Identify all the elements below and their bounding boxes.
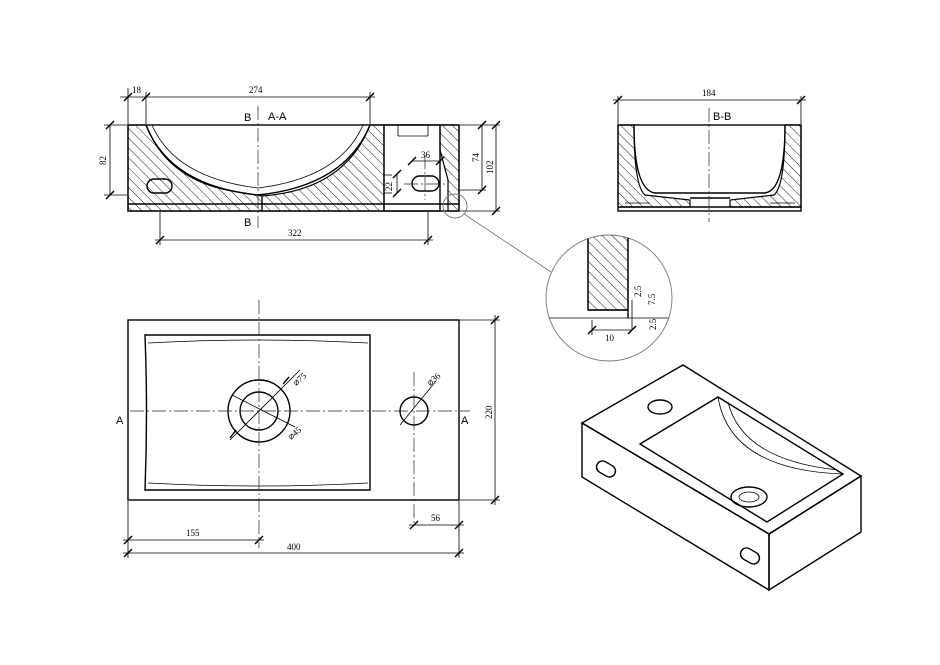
- dim-155: 155: [186, 528, 200, 538]
- dim-22: 22: [384, 182, 394, 191]
- cut-label-a-right: A: [461, 415, 469, 427]
- dim-dia-45: ⌀45: [286, 424, 304, 441]
- iso-side-face: [768, 474, 862, 592]
- iso-overflow-front: [595, 460, 617, 478]
- section-b-b-left-wall: [617, 124, 691, 208]
- section-b-b-title: B-B: [713, 111, 731, 123]
- section-a-a: B A-A B 18 274 82 36 22: [98, 85, 552, 273]
- plan-basin-outline: [144, 334, 371, 491]
- iso-basin-rim: [638, 396, 845, 523]
- dim-274: 274: [249, 85, 263, 95]
- isometric-view: [580, 364, 863, 592]
- dim-10: 10: [605, 333, 615, 343]
- cut-label-b-bottom: B: [244, 217, 251, 229]
- overflow-slot-right: [411, 175, 440, 192]
- iso-overflow-back: [739, 547, 761, 565]
- bowl-inner-curve: [151, 124, 364, 189]
- section-a-a-title: A-A: [268, 111, 287, 123]
- dim-7-5: 7.5: [647, 293, 657, 305]
- dim-dia-36: ⌀36: [425, 370, 443, 387]
- dim-56: 56: [431, 513, 441, 523]
- detail-callout-circle: [442, 193, 468, 219]
- overflow-slot-left: [146, 178, 173, 194]
- dim-2-5-bottom: 2.5: [648, 318, 658, 330]
- plan-view: ⌀75 ⌀45 ⌀36 A A 220 155 56 400: [116, 300, 500, 558]
- detail-leader-line: [463, 213, 552, 273]
- cut-label-b-top: B: [244, 112, 251, 124]
- section-b-b: B-B 184: [613, 88, 806, 222]
- detail-view: 10 2.5 7.5 2.5: [545, 234, 673, 362]
- dim-400: 400: [287, 542, 301, 552]
- iso-top-face: [580, 364, 863, 535]
- iso-drain: [730, 486, 768, 508]
- dim-322: 322: [288, 228, 302, 238]
- section-a-a-left-wall: [127, 124, 263, 212]
- dim-dia-75: ⌀75: [291, 370, 309, 387]
- dim-82: 82: [98, 156, 108, 165]
- plan-outline: [127, 319, 460, 501]
- section-a-a-right-wall: [261, 124, 385, 212]
- dim-220: 220: [484, 405, 494, 419]
- dim-184: 184: [702, 88, 716, 98]
- cut-label-a-left: A: [116, 415, 124, 427]
- dim-74: 74: [471, 153, 481, 163]
- section-b-b-right-wall: [729, 124, 802, 208]
- dim-36: 36: [421, 150, 431, 160]
- section-a-a-tap-wall: [439, 124, 460, 212]
- dim-2-5-top: 2.5: [633, 285, 643, 297]
- dim-18: 18: [132, 85, 142, 95]
- dim-102: 102: [485, 161, 495, 175]
- iso-tap-hole: [647, 399, 673, 415]
